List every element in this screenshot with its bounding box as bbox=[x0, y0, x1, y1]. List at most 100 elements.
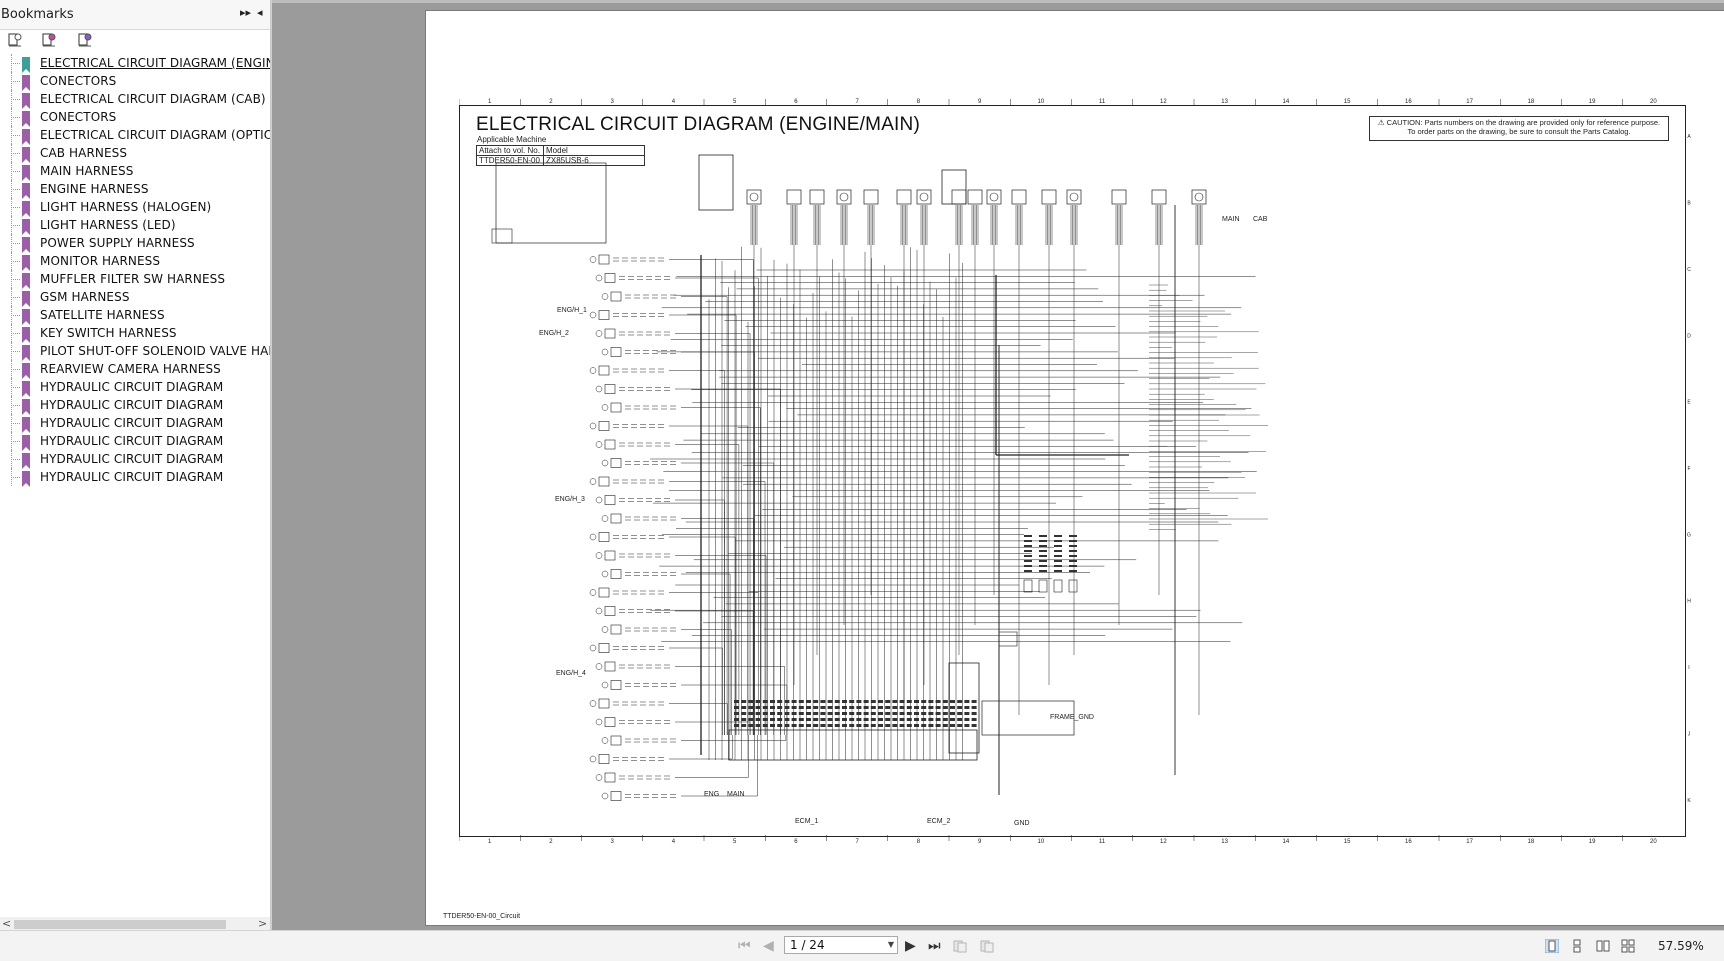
pin-marker bbox=[906, 718, 912, 721]
bookmark-item[interactable]: HYDRAULIC CIRCUIT DIAGRAM bbox=[0, 378, 270, 397]
continuous-facing-view-icon[interactable] bbox=[1621, 939, 1635, 953]
bookmark-icon bbox=[22, 273, 30, 289]
bookmark-item[interactable]: LIGHT HARNESS (LED) bbox=[0, 216, 270, 235]
pin-marker bbox=[770, 724, 775, 727]
bookmark-item[interactable]: ENGINE HARNESS bbox=[0, 180, 270, 199]
scroll-thumb[interactable] bbox=[14, 920, 226, 929]
previous-view-icon[interactable] bbox=[953, 939, 967, 953]
bookmark-item[interactable]: KEY SWITCH HARNESS bbox=[0, 324, 270, 343]
column-number: 20 bbox=[1650, 839, 1657, 845]
bookmark-icon bbox=[22, 291, 30, 307]
bookmark-item[interactable]: HYDRAULIC CIRCUIT DIAGRAM bbox=[0, 396, 270, 415]
bookmark-item[interactable]: ELECTRICAL CIRCUIT DIAGRAM (CAB) bbox=[0, 90, 270, 109]
pin-marker bbox=[1024, 560, 1032, 562]
pin-marker bbox=[1054, 540, 1062, 542]
column-number: 10 bbox=[1038, 99, 1045, 105]
frame-gnd-label: FRAME_GND bbox=[1050, 714, 1094, 721]
bookmark-item[interactable]: HYDRAULIC CIRCUIT DIAGRAM bbox=[0, 432, 270, 451]
bookmark-item[interactable]: MONITOR HARNESS bbox=[0, 252, 270, 271]
pin-marker bbox=[892, 706, 898, 709]
pin-marker bbox=[820, 724, 826, 727]
applicable-machine-table: Attach to vol. No. Model TTDER50-EN-00 Z… bbox=[476, 145, 645, 166]
sensor-symbol bbox=[839, 192, 849, 202]
panel-options-icon[interactable]: ▸▸ bbox=[240, 6, 252, 19]
pin-marker bbox=[734, 718, 739, 721]
bookmark-item[interactable]: SATELLITE HARNESS bbox=[0, 306, 270, 325]
bookmark-item[interactable]: HYDRAULIC CIRCUIT DIAGRAM bbox=[0, 414, 270, 433]
page-dropdown-icon[interactable]: ▼ bbox=[887, 940, 894, 949]
row-letter: D bbox=[1687, 333, 1691, 339]
scroll-right-arrow[interactable]: > bbox=[258, 917, 268, 930]
bookmark-icon bbox=[22, 435, 30, 451]
next-page-button[interactable]: ▶ bbox=[905, 938, 916, 954]
bookmark-label: CAB HARNESS bbox=[40, 146, 128, 160]
add-bookmark-icon[interactable] bbox=[77, 32, 93, 48]
bookmark-item[interactable]: ELECTRICAL CIRCUIT DIAGRAM (ENGINE/ bbox=[0, 54, 270, 73]
bookmark-item[interactable]: HYDRAULIC CIRCUIT DIAGRAM bbox=[0, 450, 270, 469]
bookmark-item[interactable]: CAB HARNESS bbox=[0, 144, 270, 163]
pin-marker bbox=[914, 724, 919, 727]
pin-marker bbox=[834, 718, 840, 721]
pin-marker bbox=[849, 706, 855, 709]
expand-bookmarks-icon[interactable] bbox=[41, 32, 57, 48]
horizontal-scrollbar[interactable]: < > bbox=[0, 917, 270, 931]
sensor-symbol bbox=[601, 626, 609, 633]
sensor-symbol bbox=[589, 478, 597, 485]
panel-splitter[interactable] bbox=[271, 0, 272, 930]
ecm1-label: ECM_1 bbox=[795, 818, 819, 825]
pin-marker bbox=[777, 712, 783, 715]
bookmark-item[interactable]: POWER SUPPLY HARNESS bbox=[0, 234, 270, 253]
pin-marker bbox=[820, 706, 826, 709]
tree-branch bbox=[11, 261, 20, 262]
last-page-button[interactable]: ⏭ bbox=[928, 938, 941, 954]
pin-marker bbox=[899, 706, 905, 709]
continuous-view-icon[interactable] bbox=[1570, 939, 1584, 953]
single-page-view-icon[interactable] bbox=[1545, 939, 1559, 953]
pin-marker bbox=[921, 700, 927, 703]
scroll-left-arrow[interactable]: < bbox=[2, 917, 12, 930]
pin-marker bbox=[928, 718, 934, 721]
bookmark-item[interactable]: GSM HARNESS bbox=[0, 288, 270, 307]
component-symbol bbox=[610, 513, 622, 524]
bookmark-item[interactable]: PILOT SHUT-OFF SOLENOID VALVE HARN bbox=[0, 342, 270, 361]
pin-marker bbox=[950, 712, 955, 715]
bookmark-item[interactable]: LIGHT HARNESS (HALOGEN) bbox=[0, 198, 270, 217]
pin-marker bbox=[1054, 560, 1062, 562]
pin-marker bbox=[914, 706, 919, 709]
facing-view-icon[interactable] bbox=[1596, 939, 1610, 953]
next-view-icon[interactable] bbox=[980, 939, 994, 953]
bookmark-item[interactable]: HYDRAULIC CIRCUIT DIAGRAM bbox=[0, 468, 270, 487]
tree-branch bbox=[11, 369, 20, 370]
pin-marker bbox=[885, 724, 891, 727]
bookmark-item[interactable]: ELECTRICAL CIRCUIT DIAGRAM (OPTION bbox=[0, 126, 270, 145]
page-number-field[interactable]: 1 / 24 ▼ bbox=[784, 936, 898, 954]
bookmarks-panel: Bookmarks ▸▸ ◂ ELECTRICAL CIRCUIT DIAGRA… bbox=[0, 0, 271, 931]
component-symbol bbox=[598, 254, 610, 265]
bookmark-icon bbox=[22, 111, 30, 127]
pin-marker bbox=[806, 706, 811, 709]
sensor-symbol bbox=[595, 330, 603, 337]
bookmark-item[interactable]: CONECTORS bbox=[0, 108, 270, 127]
bookmark-item[interactable]: MUFFLER FILTER SW HARNESS bbox=[0, 270, 270, 289]
pin-marker bbox=[950, 724, 955, 727]
connector-symbol bbox=[1023, 579, 1033, 593]
previous-page-button[interactable]: ◀ bbox=[763, 938, 774, 954]
collapse-panel-icon[interactable]: ◂ bbox=[257, 6, 263, 19]
pin-marker bbox=[856, 712, 862, 715]
bookmark-options-icon[interactable] bbox=[7, 32, 23, 48]
zoom-level[interactable]: 57.59% bbox=[1658, 939, 1704, 953]
component-symbol bbox=[604, 328, 616, 339]
bookmark-item[interactable]: MAIN HARNESS bbox=[0, 162, 270, 181]
pin-marker bbox=[791, 706, 797, 709]
tree-branch bbox=[11, 315, 20, 316]
sensor-symbol bbox=[1194, 192, 1204, 202]
pin-marker bbox=[1024, 550, 1032, 552]
component-symbol bbox=[1066, 189, 1082, 205]
pin-marker bbox=[777, 706, 783, 709]
bookmark-item[interactable]: REARVIEW CAMERA HARNESS bbox=[0, 360, 270, 379]
component-symbol bbox=[598, 532, 610, 542]
bookmark-item[interactable]: CONECTORS bbox=[0, 72, 270, 91]
component-symbol bbox=[610, 569, 622, 579]
row-letter: B bbox=[1687, 201, 1691, 207]
first-page-button[interactable]: ⏮ bbox=[738, 938, 751, 954]
